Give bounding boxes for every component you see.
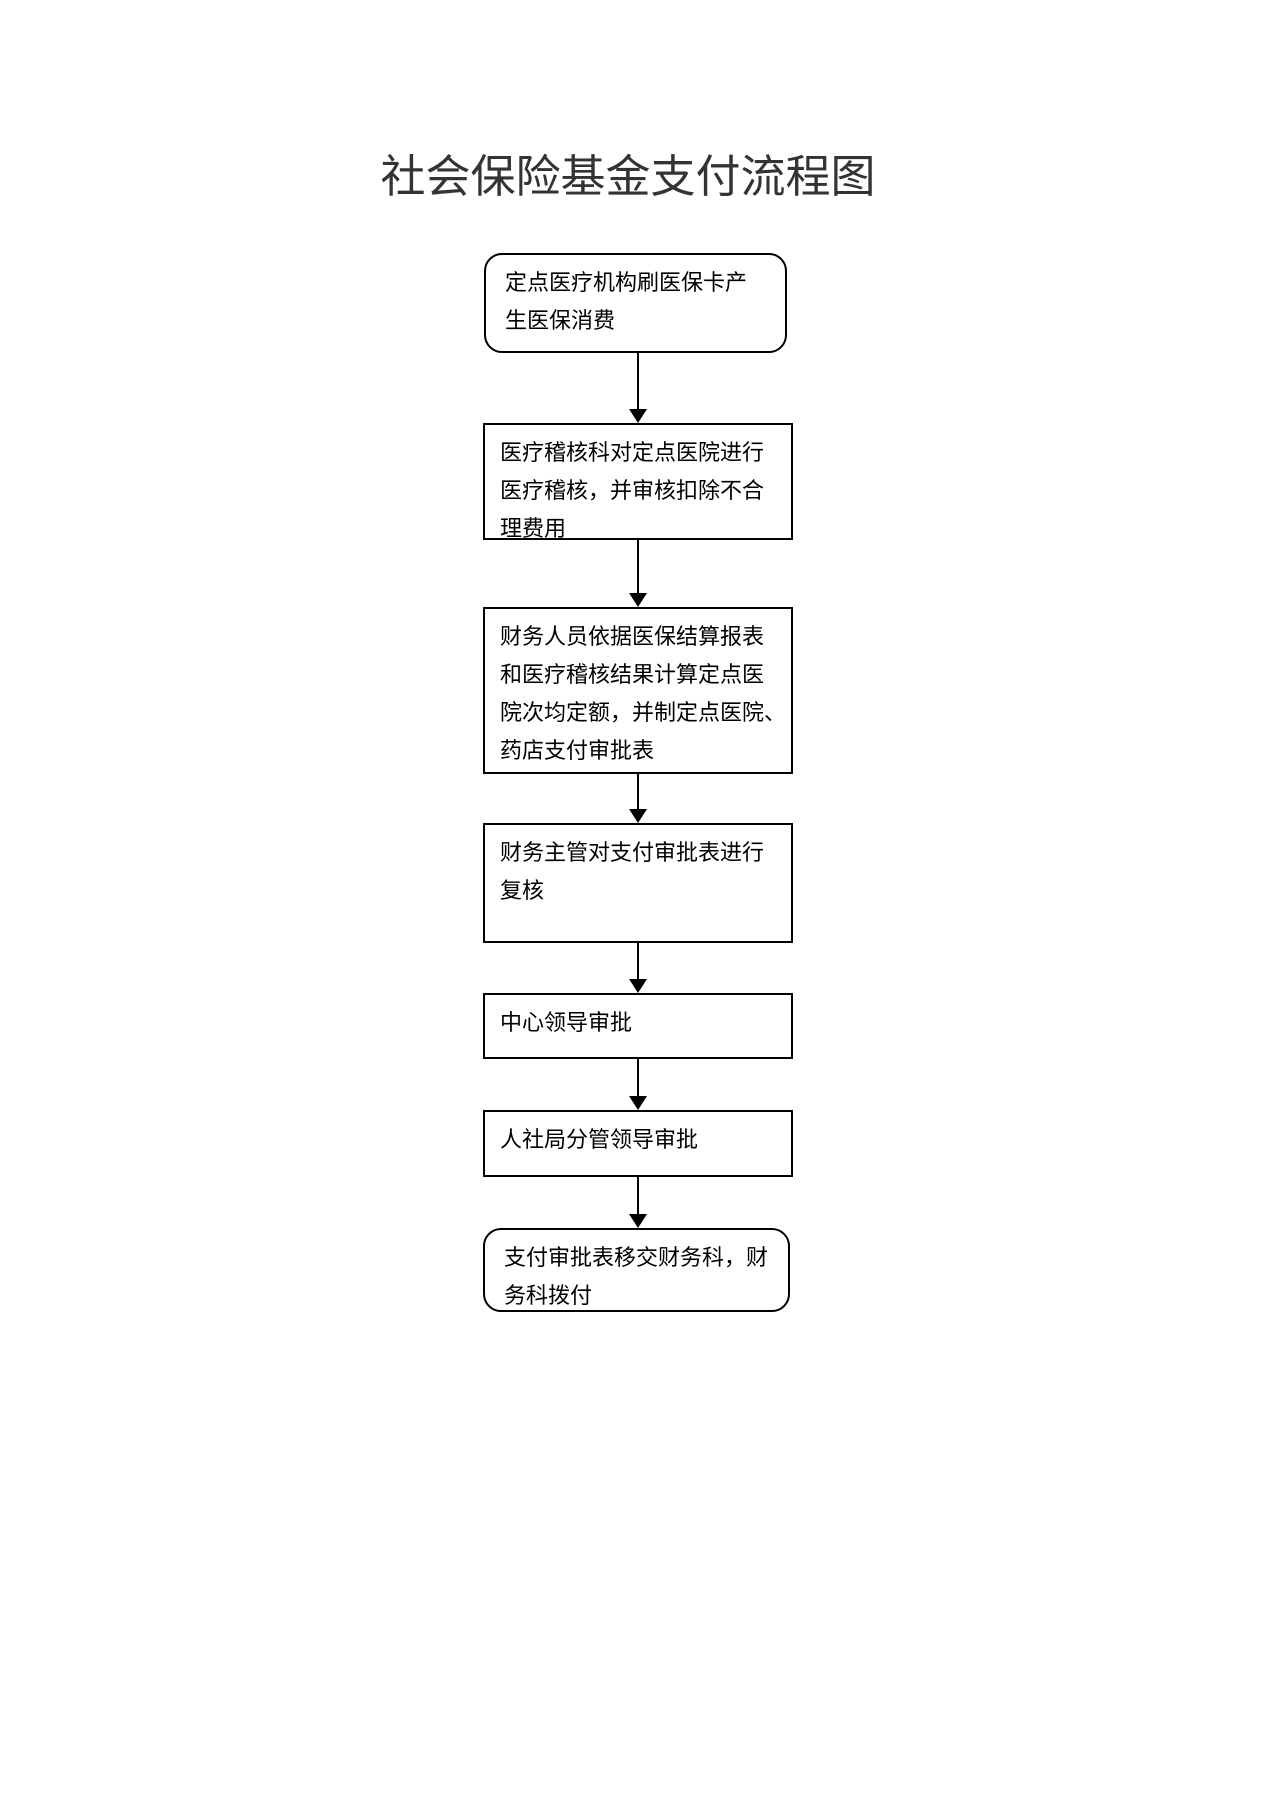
flow-node-start-consume: 定点医疗机构刷医保卡产 生医保消费 bbox=[484, 253, 787, 353]
flow-node-end-payment: 支付审批表移交财务科，财 务科拨付 bbox=[483, 1228, 790, 1312]
flow-node-finance-calc: 财务人员依据医保结算报表 和医疗稽核结果计算定点医 院次均定额，并制定点医院、 … bbox=[483, 607, 793, 774]
flow-arrow-down-icon bbox=[629, 774, 647, 823]
flow-node-finance-review: 财务主管对支付审批表进行 复核 bbox=[483, 823, 793, 943]
flow-arrow-down-icon bbox=[629, 540, 647, 607]
flow-node-center-approval: 中心领导审批 bbox=[483, 993, 793, 1059]
flow-arrow-down-icon bbox=[629, 353, 647, 423]
flow-arrow-down-icon bbox=[629, 943, 647, 993]
flow-node-medical-audit: 医疗稽核科对定点医院进行 医疗稽核，并审核扣除不合 理费用 bbox=[483, 423, 793, 542]
flow-arrow-down-icon bbox=[629, 1177, 647, 1228]
flow-node-bureau-approval: 人社局分管领导审批 bbox=[483, 1110, 793, 1177]
page-title: 社会保险基金支付流程图 bbox=[380, 150, 876, 203]
flow-arrow-down-icon bbox=[629, 1059, 647, 1110]
